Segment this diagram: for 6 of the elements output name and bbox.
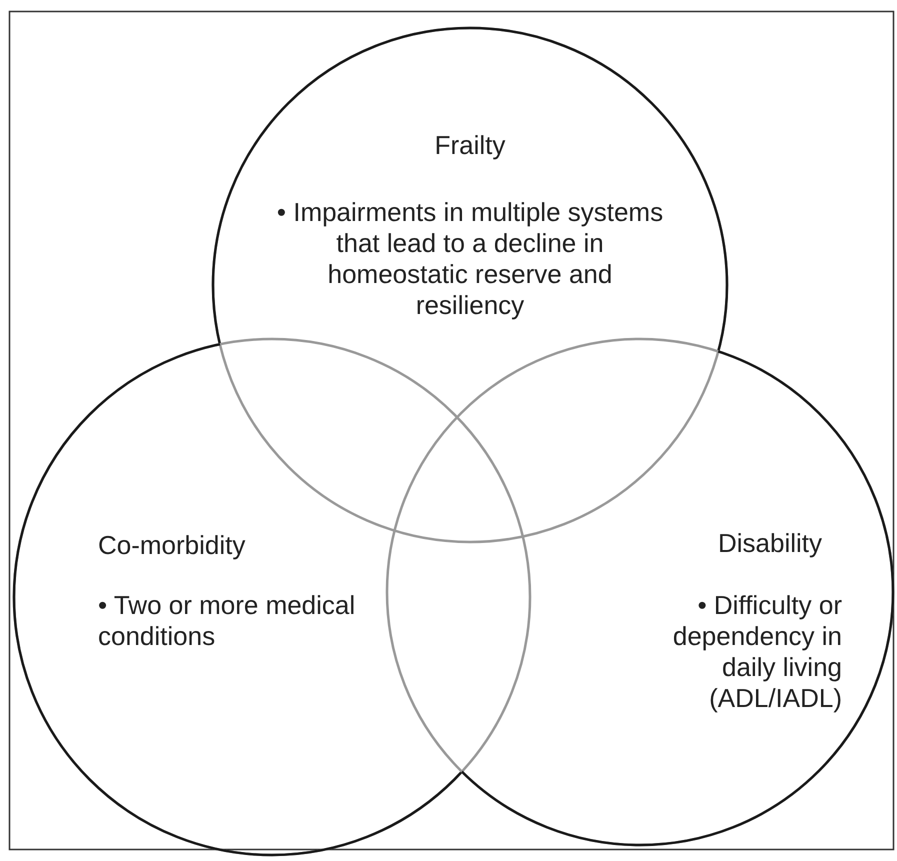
circle-heading: Frailty [434,130,506,161]
circle-heading: Co-morbidity [98,530,246,561]
bullet-text: • Difficulty or dependency in daily living (ADL/IADL) [672,590,842,714]
circle-heading: Disability [716,528,822,559]
bullet-text: • Two or more medical conditions [98,590,356,652]
bullet-text: • Impairments in multiple systems that lead to a decline in homeostatic reserve and resiliency [276,197,664,321]
